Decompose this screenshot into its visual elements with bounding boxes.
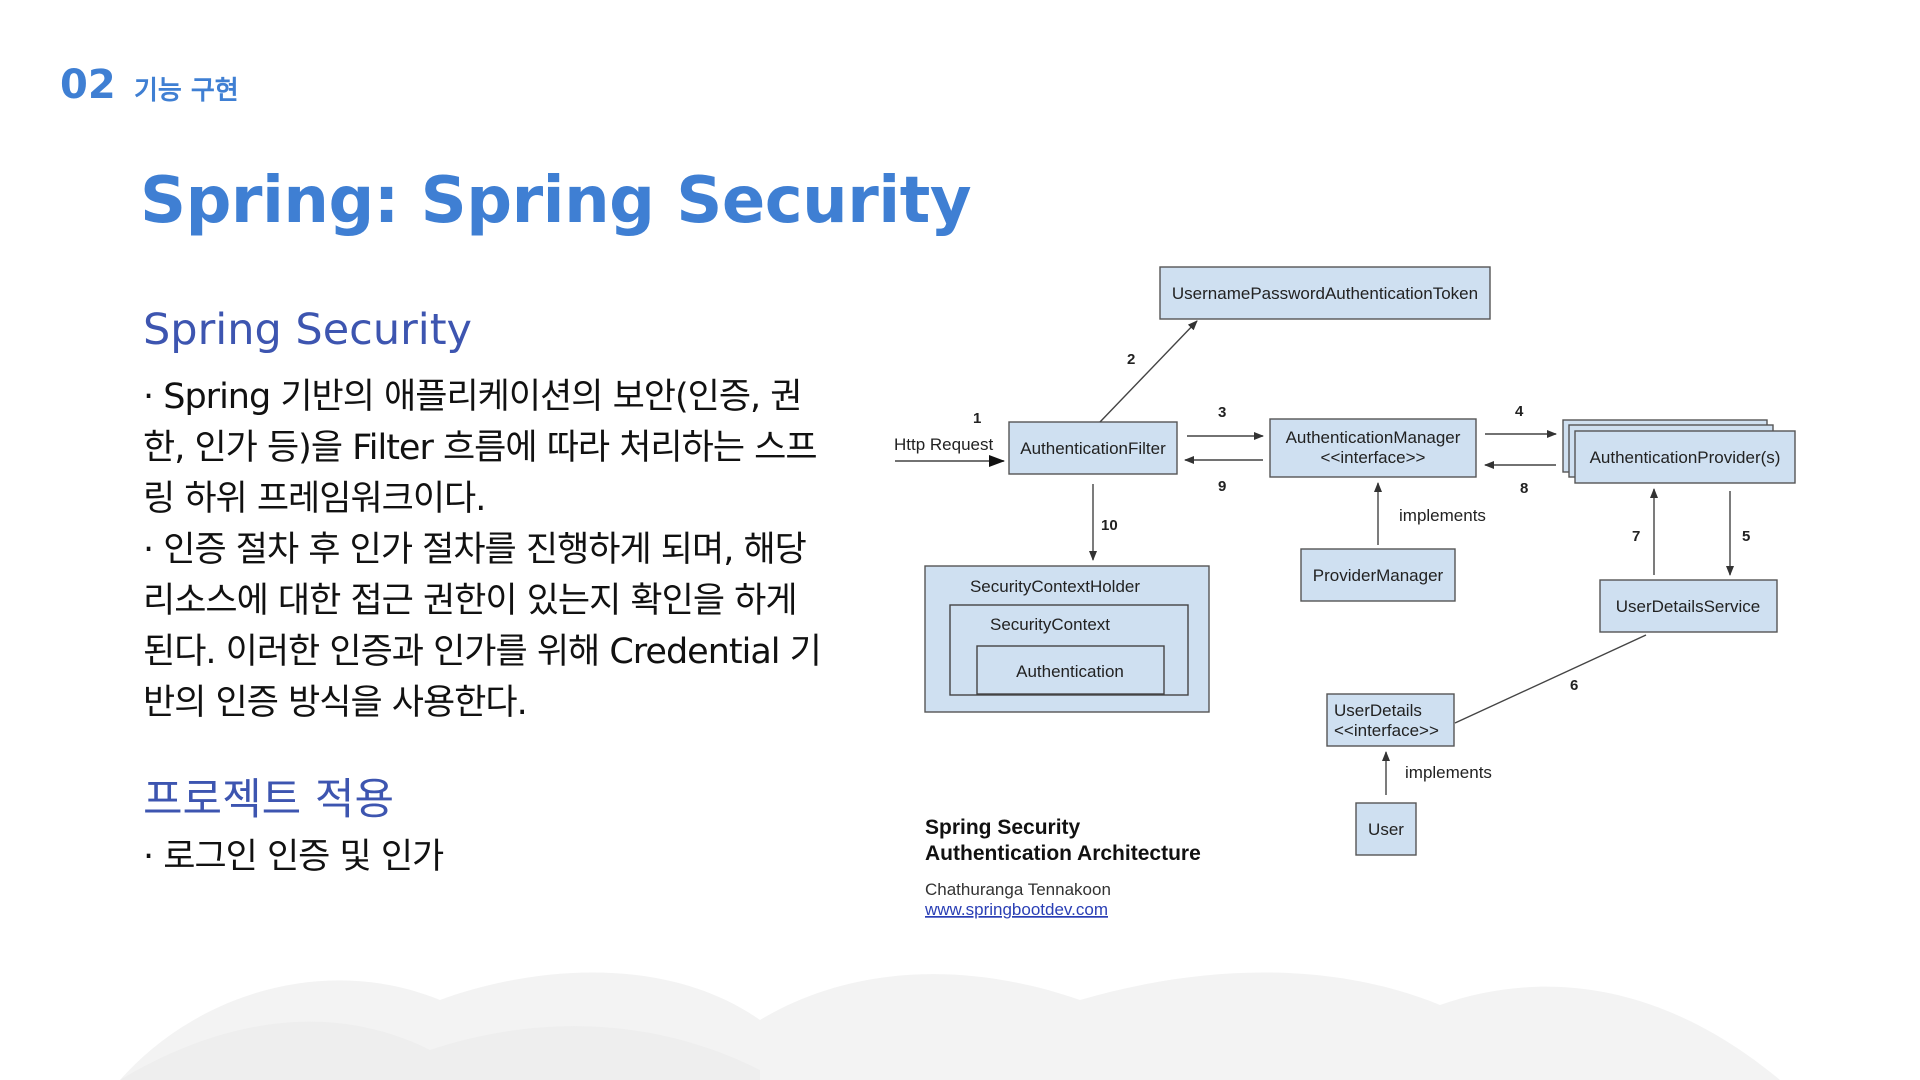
diagram-caption-title-2: Authentication Architecture: [925, 842, 1201, 865]
step-6-label: 6: [1570, 677, 1578, 694]
authentication-architecture-diagram: UsernamePasswordAuthenticationToken Auth…: [880, 255, 1880, 935]
user-box: [1355, 802, 1417, 856]
spring-security-description: · Spring 기반의 애플리케이션의 보안(인증, 권한, 인가 등)을 F…: [143, 372, 823, 729]
diagram-caption-link[interactable]: www.springbootdev.com: [924, 900, 1108, 919]
implements-label-2: implements: [1405, 763, 1492, 782]
user-details-service-box: [1599, 579, 1778, 633]
security-context-holder-box: [924, 565, 1210, 713]
step-8-label: 8: [1520, 480, 1528, 497]
authentication-filter-box: [1008, 421, 1178, 475]
user-details-box: [1326, 693, 1455, 747]
service-to-user-details-line: [1454, 634, 1647, 724]
user-details-interface-label: <<interface>>: [1334, 721, 1439, 740]
security-context-box: [949, 604, 1189, 696]
page-title: Spring: Spring Security: [140, 164, 972, 238]
project-application-description: · 로그인 인증 및 인가: [143, 832, 823, 883]
user-details-label: UserDetails: [1334, 701, 1422, 720]
filter-to-token-arrow: [1099, 320, 1198, 423]
section-number: 02: [60, 62, 116, 108]
background-waves: [120, 972, 1780, 1080]
description-paragraph-2: · 인증 절차 후 인가 절차를 진행하게 되며, 해당 리소스에 대한 접근 …: [143, 530, 822, 723]
authentication-manager-box: [1269, 418, 1477, 478]
diagram-caption-title-1: Spring Security: [925, 816, 1081, 839]
step-4-label: 4: [1515, 403, 1524, 420]
token-box: [1159, 266, 1491, 320]
project-application-heading: 프로젝트 적용: [143, 775, 395, 825]
application-paragraph-1: · 로그인 인증 및 인가: [143, 837, 444, 877]
step-3-label: 3: [1218, 404, 1226, 421]
authentication-manager-label: AuthenticationManager: [1286, 428, 1461, 447]
authentication-box: [976, 645, 1165, 695]
diagram-caption-author: Chathuranga Tennakoon: [925, 880, 1111, 899]
user-details-service-label: UserDetailsService: [1616, 597, 1761, 616]
token-label: UsernamePasswordAuthenticationToken: [1172, 284, 1478, 303]
http-request-label: Http Request: [894, 435, 993, 454]
step-7-label: 7: [1632, 528, 1640, 545]
authentication-filter-label: AuthenticationFilter: [1020, 439, 1166, 458]
security-context-label: SecurityContext: [990, 615, 1110, 634]
section-label: 기능 구현: [134, 76, 239, 106]
security-context-holder-label: SecurityContextHolder: [970, 577, 1140, 596]
step-1-label: 1: [973, 410, 981, 427]
step-9-label: 9: [1218, 478, 1226, 495]
description-paragraph-1: · Spring 기반의 애플리케이션의 보안(인증, 권한, 인가 등)을 F…: [143, 377, 818, 519]
authentication-label: Authentication: [1016, 662, 1124, 681]
step-2-label: 2: [1127, 351, 1135, 368]
authentication-manager-interface-label: <<interface>>: [1321, 448, 1426, 467]
authentication-provider-label: AuthenticationProvider(s): [1590, 448, 1781, 467]
user-label: User: [1368, 820, 1404, 839]
step-5-label: 5: [1742, 528, 1750, 545]
authentication-provider-box: [1574, 430, 1796, 484]
provider-manager-label: ProviderManager: [1313, 566, 1444, 585]
spring-security-heading: Spring Security: [143, 305, 473, 355]
implements-label-1: implements: [1399, 506, 1486, 525]
step-10-label: 10: [1101, 517, 1118, 534]
provider-manager-box: [1300, 548, 1456, 602]
